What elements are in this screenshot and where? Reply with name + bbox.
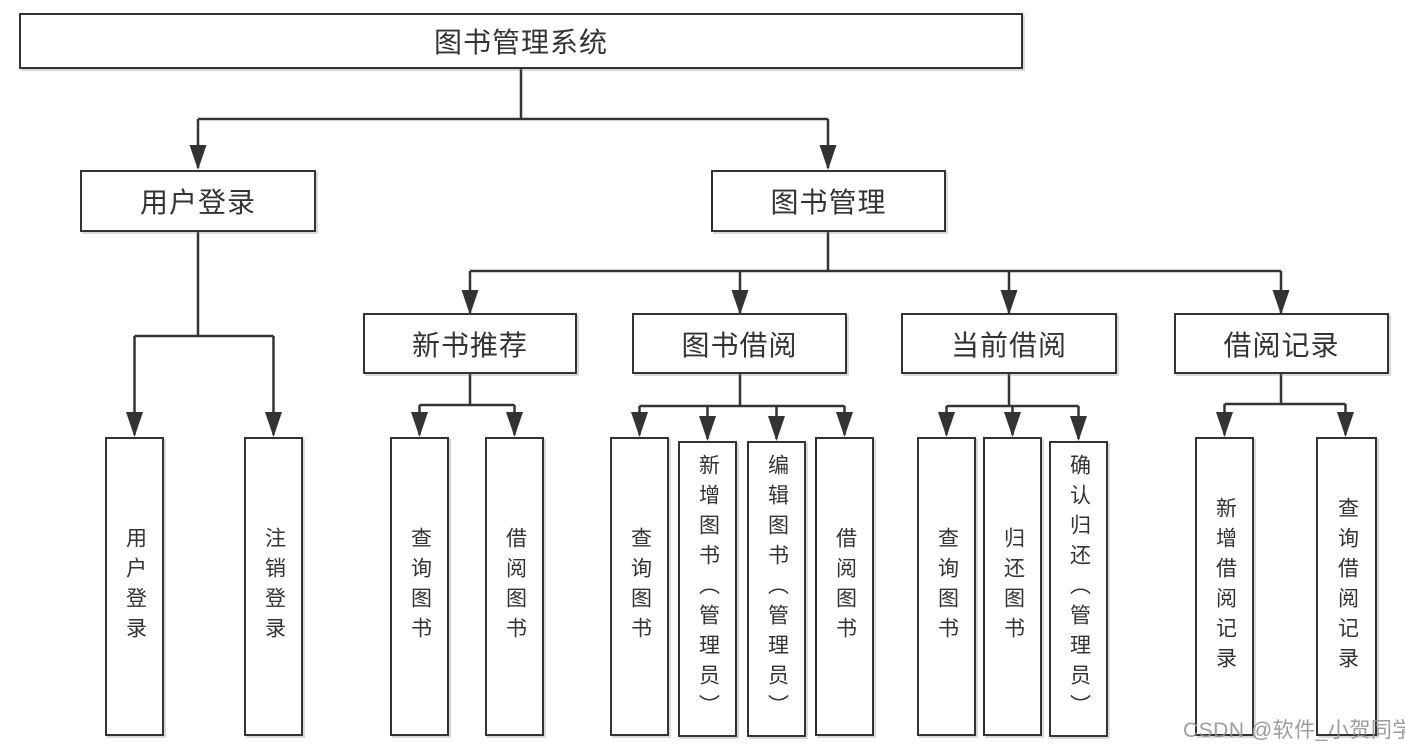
arrowhead <box>768 416 785 441</box>
connector-borrowrecords-to-leaves <box>1223 374 1347 435</box>
arrowhead <box>631 412 648 437</box>
arrowhead <box>126 412 143 437</box>
leaf-add-borrow-record: 新增借阅记录 <box>1195 437 1254 736</box>
connector-root-to-level2 <box>196 68 830 168</box>
arrowhead <box>938 412 955 437</box>
leaf-query-borrow-record: 查询借阅记录 <box>1316 437 1377 736</box>
arrowhead <box>265 412 282 437</box>
arrowhead <box>1000 290 1018 315</box>
arrowhead <box>1272 290 1290 315</box>
leaf-edit-books-admin: 编辑图书（管理员） <box>747 441 806 737</box>
connector-newbooks-to-leaves <box>418 374 516 435</box>
leaf-return-books: 归还图书 <box>983 437 1042 736</box>
node-current-borrow: 当前借阅 <box>901 313 1117 374</box>
node-book-management: 图书管理 <box>711 170 946 232</box>
connector-bookborrow-to-leaves <box>638 374 846 439</box>
leaf-query-books-current: 查询图书 <box>917 437 976 736</box>
leaf-confirm-return-admin: 确认归还（管理员） <box>1049 441 1108 737</box>
connector-userlogin-to-leaves <box>133 232 275 435</box>
arrowhead <box>1004 412 1021 437</box>
leaf-user-login: 用户登录 <box>105 437 164 736</box>
csdn-watermark: CSDN @软件_小贺同学 <box>1183 719 1405 742</box>
arrowhead <box>699 416 716 441</box>
arrowhead <box>506 412 523 437</box>
leaf-borrow-books: 借阅图书 <box>815 437 874 736</box>
arrowhead <box>731 290 749 315</box>
node-new-book-recommend: 新书推荐 <box>363 313 577 374</box>
node-user-login: 用户登录 <box>80 170 316 232</box>
node-root-system: 图书管理系统 <box>19 13 1023 69</box>
leaf-logout: 注销登录 <box>244 437 303 736</box>
arrowhead <box>819 145 837 170</box>
arrowhead <box>1070 416 1087 441</box>
arrowhead <box>836 412 853 437</box>
connector-bookmgmt-to-level3 <box>468 232 1283 313</box>
node-borrow-records: 借阅记录 <box>1174 313 1389 374</box>
leaf-query-books-recommend: 查询图书 <box>390 437 449 736</box>
node-book-borrow: 图书借阅 <box>632 313 847 374</box>
arrowhead <box>1216 412 1233 437</box>
leaf-borrow-books-recommend: 借阅图书 <box>485 437 544 736</box>
arrowhead <box>411 412 428 437</box>
leaf-add-books-admin: 新增图书（管理员） <box>678 441 737 737</box>
arrowhead <box>1337 412 1354 437</box>
leaf-query-books-borrow: 查询图书 <box>610 437 669 736</box>
arrowhead <box>461 290 479 315</box>
arrowhead <box>189 145 207 170</box>
